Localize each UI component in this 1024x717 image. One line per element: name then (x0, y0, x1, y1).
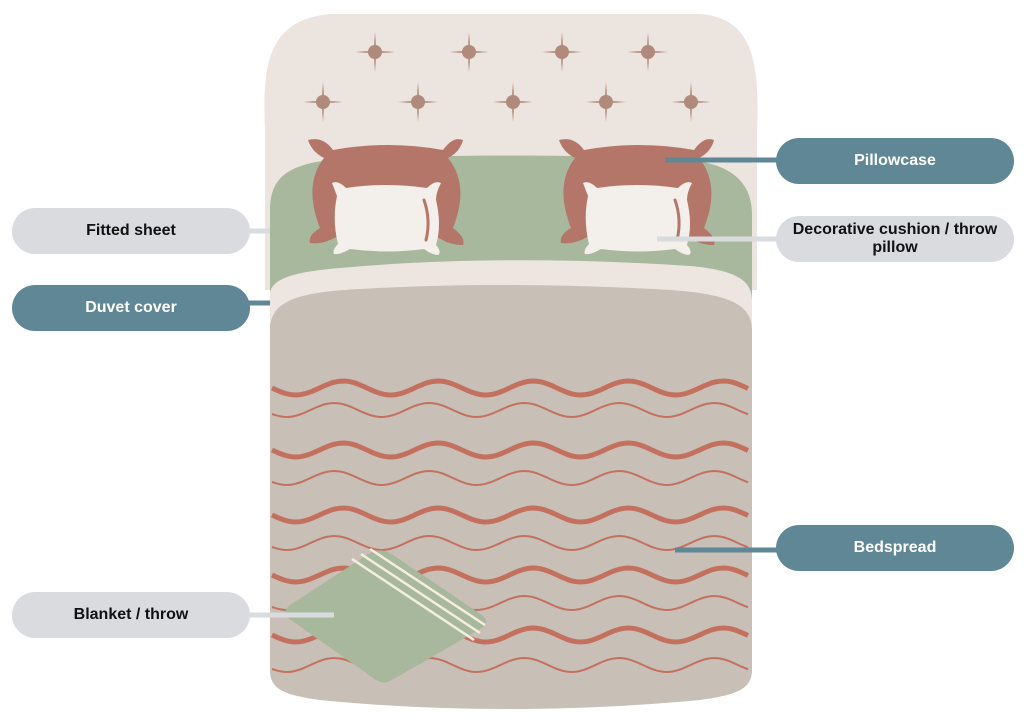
stud-icon (628, 32, 668, 72)
stud-icon (449, 32, 489, 72)
headboard-studs (303, 32, 711, 122)
stud-icon (355, 32, 395, 72)
stud-icon (586, 82, 626, 122)
label-fitted-sheet: Fitted sheet (12, 208, 250, 254)
label-bedspread: Bedspread (776, 525, 1014, 571)
pillow-left (308, 139, 464, 255)
wave-line (271, 469, 749, 487)
wave-line (270, 440, 750, 460)
wave-line (270, 505, 750, 525)
label-decorative-cushion: Decorative cushion / throw pillow (776, 216, 1014, 262)
cushion-shape (583, 182, 692, 255)
stud-icon (542, 32, 582, 72)
label-duvet-cover: Duvet cover (12, 285, 250, 331)
wave-line (271, 401, 749, 419)
stud-icon (493, 82, 533, 122)
label-pillowcase: Pillowcase (776, 138, 1014, 184)
stud-icon (398, 82, 438, 122)
blanket-throw (285, 547, 486, 683)
stud-icon (303, 82, 343, 122)
wave-line (270, 378, 750, 398)
stud-icon (671, 82, 711, 122)
cushion-shape (332, 182, 441, 255)
label-blanket-throw: Blanket / throw (12, 592, 250, 638)
wave-line (271, 534, 749, 552)
